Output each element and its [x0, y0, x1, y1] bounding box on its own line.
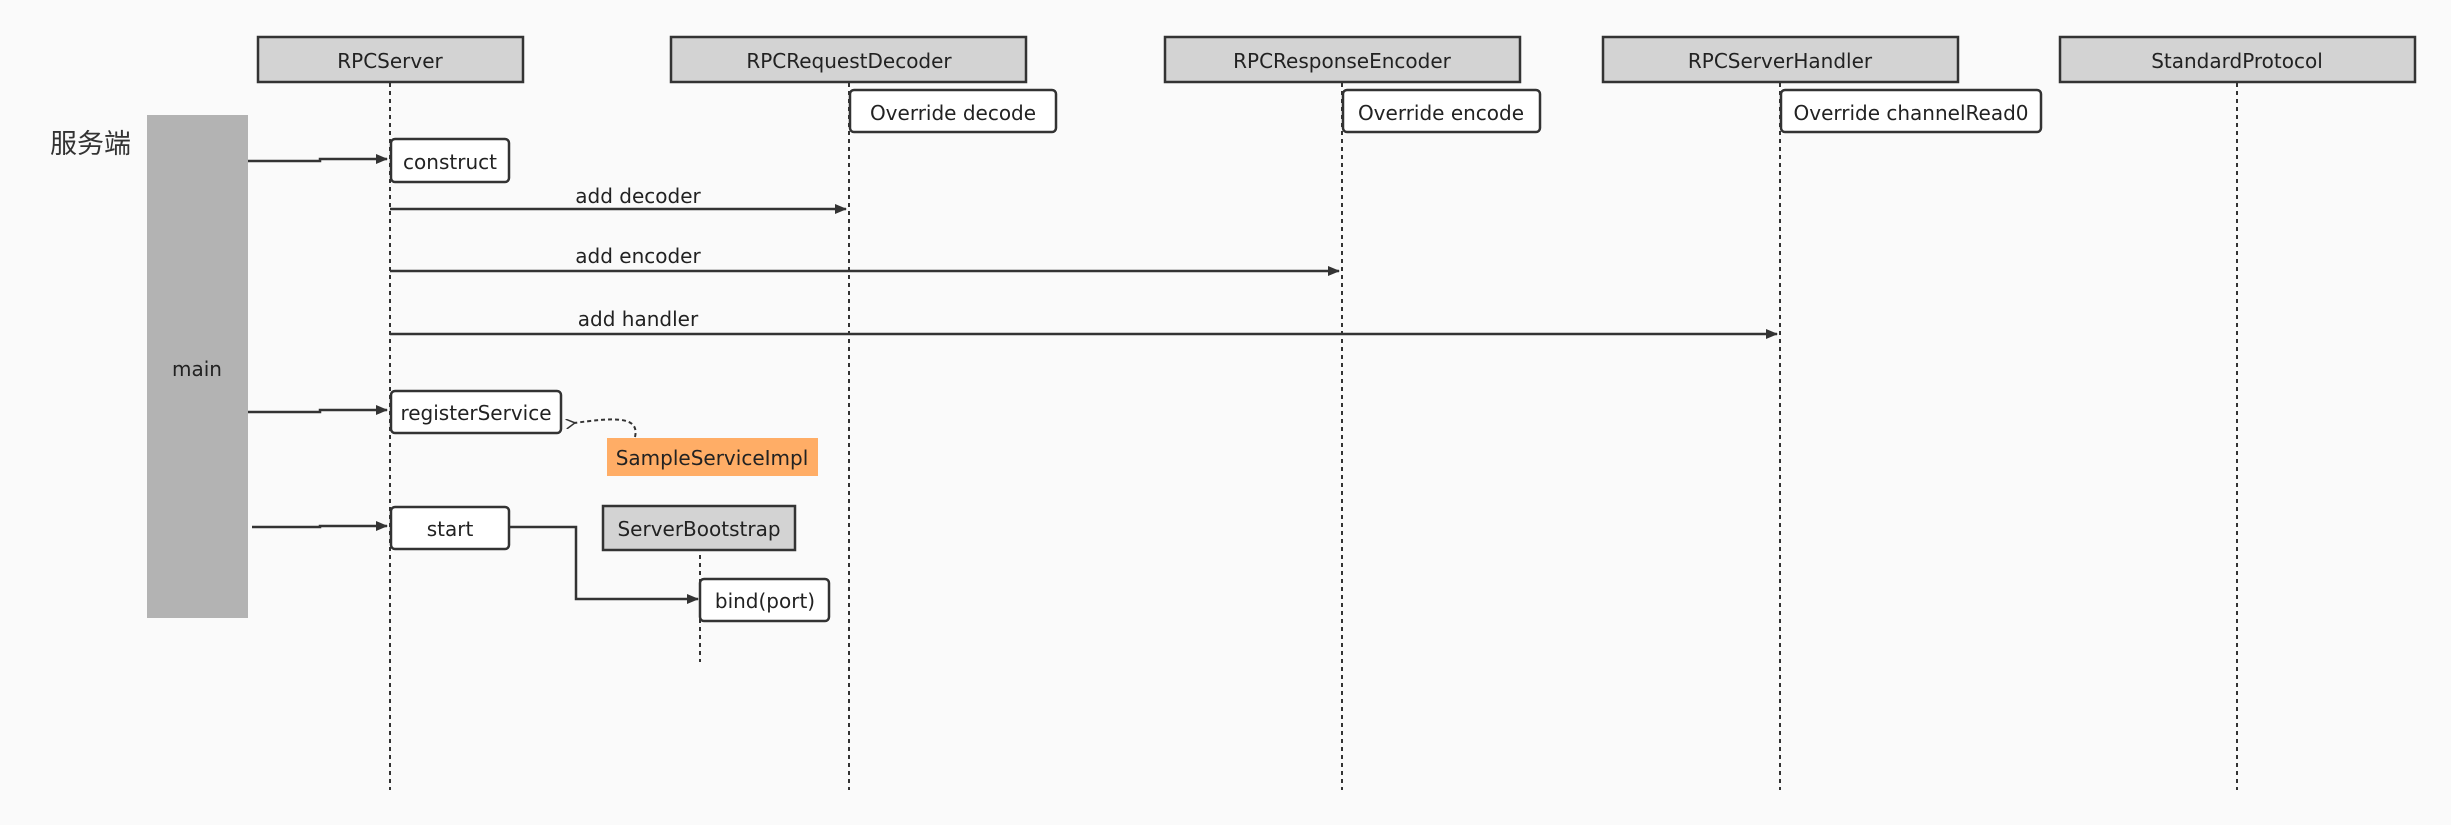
- activation-bind-port: bind(port): [698, 577, 831, 623]
- server-bootstrap-label: ServerBootstrap: [617, 517, 780, 541]
- activation-construct: construct: [389, 137, 511, 184]
- activation-register-service: registerService: [389, 389, 563, 435]
- override-channelread0: Override channelRead0: [1779, 88, 2043, 134]
- call-construct-arrow: [248, 154, 388, 164]
- participant-label: RPCRequestDecoder: [746, 49, 952, 73]
- participant-label: RPCServerHandler: [1688, 49, 1873, 73]
- participant-label: RPCServer: [337, 49, 443, 73]
- sample-service-impl-label: SampleServiceImpl: [616, 446, 809, 470]
- actor-main-box: [147, 115, 248, 618]
- activation-start: start: [389, 505, 511, 551]
- server-bootstrap: ServerBootstrap: [601, 504, 797, 552]
- message-add-handler: add handler: [390, 307, 1778, 339]
- participant-protocol: StandardProtocol: [2058, 35, 2417, 84]
- call-start-arrow: [252, 521, 388, 531]
- participant-encoder: RPCResponseEncoder: [1163, 35, 1522, 84]
- side-label: 服务端: [50, 129, 131, 160]
- actor-main-label: main: [172, 357, 222, 381]
- participant-rpcserver: RPCServer: [256, 35, 525, 84]
- override-label: Override channelRead0: [1793, 101, 2028, 125]
- message-label: add encoder: [575, 244, 701, 268]
- call-bind-arrow: [509, 525, 699, 604]
- participant-label: StandardProtocol: [2151, 49, 2323, 73]
- override-label: Override encode: [1358, 101, 1524, 125]
- sample-service-impl: SampleServiceImpl: [607, 438, 818, 476]
- message-label: add decoder: [575, 184, 701, 208]
- actor-main: main: [147, 115, 248, 618]
- activation-label: construct: [403, 150, 497, 174]
- message-add-decoder: add decoder: [390, 184, 847, 214]
- participant-label: RPCResponseEncoder: [1233, 49, 1452, 73]
- sample-impl-dependency-arrow: [574, 419, 637, 438]
- call-register-service-arrow: [248, 405, 388, 415]
- message-label: add handler: [578, 307, 699, 331]
- message-add-encoder: add encoder: [390, 244, 1340, 276]
- participant-handler: RPCServerHandler: [1601, 35, 1960, 84]
- override-encode: Override encode: [1341, 88, 1542, 134]
- override-label: Override decode: [870, 101, 1036, 125]
- activation-label: registerService: [400, 401, 551, 425]
- override-decode: Override decode: [848, 88, 1058, 134]
- activation-label: bind(port): [715, 589, 815, 613]
- activation-label: start: [427, 517, 474, 541]
- participant-decoder: RPCRequestDecoder: [669, 35, 1028, 84]
